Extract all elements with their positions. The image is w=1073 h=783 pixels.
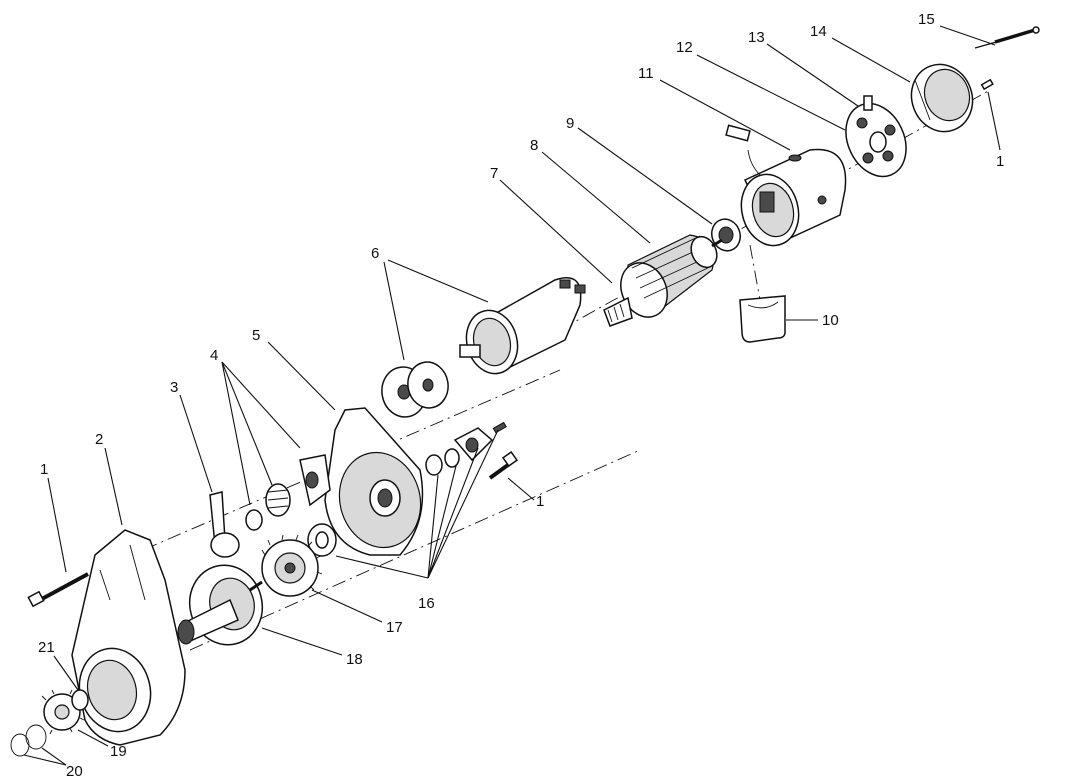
- washers-plate-16: [307, 421, 507, 557]
- callout-4: 4: [210, 347, 218, 364]
- gear-17: [261, 534, 323, 597]
- springs-4: [245, 454, 331, 531]
- callout-2: 2: [95, 431, 103, 448]
- plunger-spring-discs: [381, 361, 449, 418]
- callout-17: 17: [386, 619, 403, 636]
- callout-1-mid: 1: [536, 493, 544, 510]
- end-cover-14: [910, 63, 974, 133]
- callout-1-left: 1: [40, 461, 48, 478]
- callout-12: 12: [676, 39, 693, 56]
- snap-rings-20: [10, 724, 47, 757]
- bracket-10: [739, 295, 786, 343]
- screw-1-top: [980, 78, 994, 91]
- callout-5: 5: [252, 327, 260, 344]
- callout-13: 13: [748, 29, 765, 46]
- brush-holder-13: [845, 95, 907, 178]
- stop-collar-21: [71, 689, 89, 711]
- leader-lines: [23, 25, 1001, 766]
- callout-9: 9: [566, 115, 574, 132]
- bolt-1-left: [27, 572, 89, 608]
- callout-20: 20: [66, 763, 83, 780]
- assembly-axis-lines: [119, 89, 991, 651]
- callout-11: 11: [638, 65, 654, 82]
- pinion-19: [41, 689, 85, 735]
- front-housing-2: [71, 529, 186, 746]
- callout-labels: 15 14 13 12 11 1 9 8 7 6 10 5 4 3 2 1 1 …: [38, 11, 1004, 780]
- callout-18: 18: [346, 651, 363, 668]
- callout-19: 19: [110, 743, 127, 760]
- callout-16: 16: [418, 595, 435, 612]
- clutch-assembly-18: [177, 564, 264, 646]
- callout-21: 21: [38, 639, 55, 656]
- callout-15: 15: [918, 11, 935, 28]
- callout-14: 14: [810, 23, 827, 40]
- callout-1-top: 1: [996, 153, 1004, 170]
- through-bolt-15: [974, 26, 1040, 49]
- bolt-1-mid: [488, 450, 519, 480]
- callout-3: 3: [170, 379, 178, 396]
- armature-shaft-7: [603, 296, 633, 327]
- yoke-11: [725, 124, 847, 247]
- callout-6: 6: [371, 245, 379, 262]
- callout-10: 10: [822, 312, 839, 329]
- callout-8: 8: [530, 137, 538, 154]
- solenoid-switch-6: [459, 277, 586, 375]
- center-housing-5: [324, 407, 424, 556]
- shift-lever-3: [209, 491, 240, 558]
- callout-7: 7: [490, 165, 498, 182]
